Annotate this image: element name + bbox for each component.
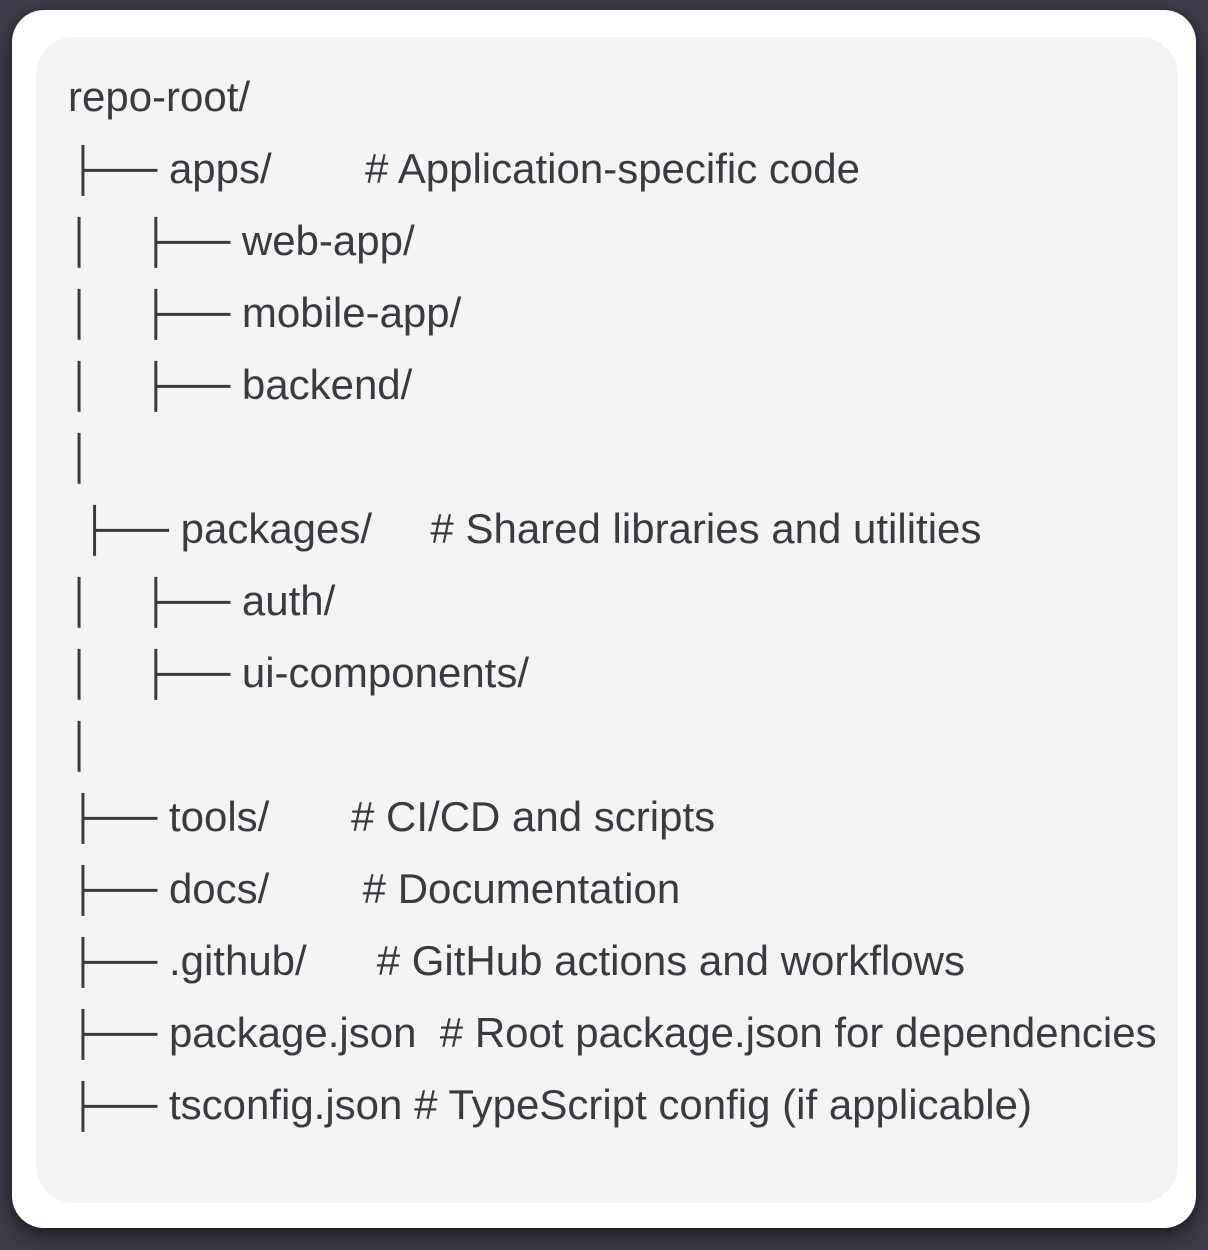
tree-line-mobile-app: │ ├── mobile-app/ — [68, 289, 462, 336]
tree-line-pipe-1: │ — [68, 433, 95, 480]
tree-line-packages: ├── packages/ # Shared libraries and uti… — [68, 505, 982, 552]
tree-line-auth: │ ├── auth/ — [68, 577, 336, 624]
tree-line-tsconfig-json: ├── tsconfig.json # TypeScript config (i… — [68, 1081, 1032, 1128]
tree-line-ui-components: │ ├── ui-components/ — [68, 649, 530, 696]
tree-line-pipe-2: │ — [68, 721, 95, 768]
tree-line-tools: ├── tools/ # CI/CD and scripts — [68, 793, 716, 840]
tree-line-github: ├── .github/ # GitHub actions and workfl… — [68, 937, 965, 984]
tree-line-apps: ├── apps/ # Application-specific code — [68, 145, 860, 192]
tree-line-web-app: │ ├── web-app/ — [68, 217, 415, 264]
directory-tree-code-block: repo-root/ ├── apps/ # Application-speci… — [36, 37, 1178, 1203]
tree-line-repo-root: repo-root/ — [68, 73, 251, 120]
tree-line-backend: │ ├── backend/ — [68, 361, 413, 408]
code-card: repo-root/ ├── apps/ # Application-speci… — [12, 10, 1196, 1228]
tree-line-package-json: ├── package.json # Root package.json for… — [68, 1009, 1157, 1056]
tree-line-docs: ├── docs/ # Documentation — [68, 865, 681, 912]
